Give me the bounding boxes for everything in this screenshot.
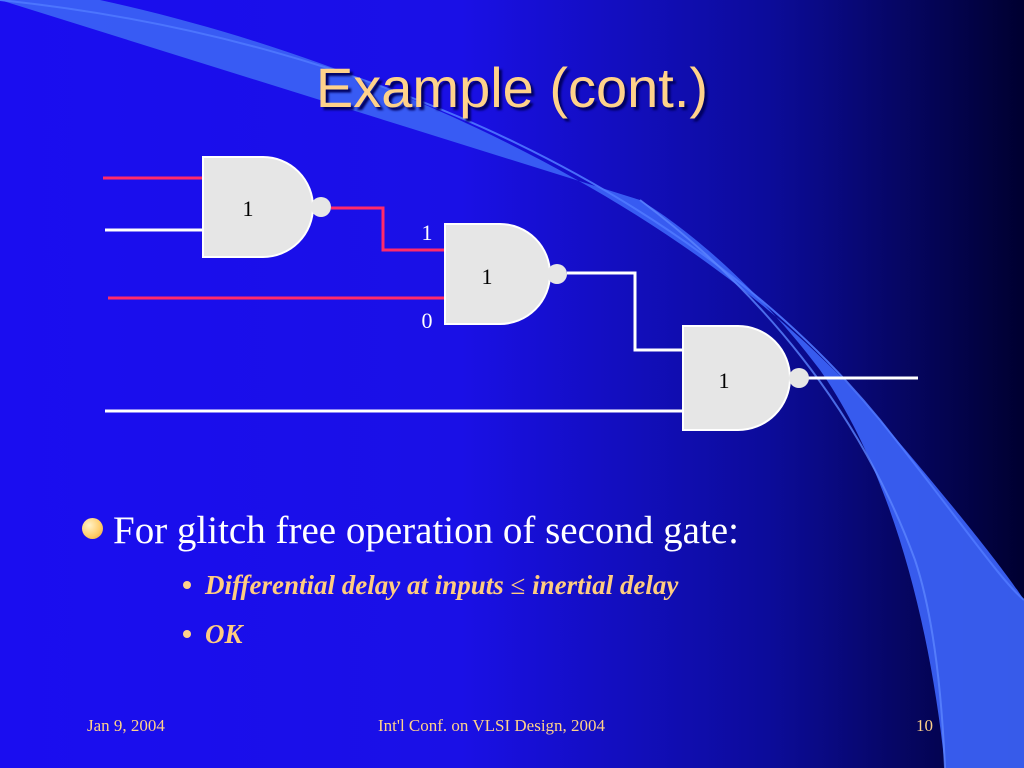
gate1-label: 1	[243, 196, 254, 221]
slide-title: Example (cont.)	[315, 56, 709, 119]
bullet-sub-1: Differential delay at inputs ≤ inertial …	[183, 570, 678, 601]
gate3-label: 1	[719, 368, 730, 393]
nand-gate-3: 1	[682, 325, 809, 431]
gate3-inversion-bubble	[789, 368, 809, 388]
sub-bullet-dot-icon	[183, 630, 191, 638]
less-equal-symbol: ≤	[510, 570, 526, 600]
footer-conference: Int'l Conf. on VLSI Design, 2004	[378, 716, 606, 735]
bullet-main: For glitch free operation of second gate…	[82, 508, 739, 553]
gate2-inversion-bubble	[547, 264, 567, 284]
gate1-inversion-bubble	[311, 197, 331, 217]
bullet-sub-1-text-before: Differential delay at inputs	[205, 570, 511, 600]
footer-date: Jan 9, 2004	[87, 716, 165, 735]
gate2-top-input-value: 1	[422, 220, 433, 245]
nand-gate-1: 1	[202, 156, 331, 258]
bullet-sub-2: OK	[183, 619, 243, 650]
bullet-sub-2-text: OK	[205, 619, 243, 649]
gate2-label: 1	[482, 264, 493, 289]
bullet-main-text: For glitch free operation of second gate…	[113, 509, 739, 552]
gate2-bottom-input-value: 0	[422, 308, 433, 333]
bullet-dot-icon	[82, 518, 103, 539]
gate1-output-wire	[331, 206, 445, 252]
footer-page-number: 10	[916, 716, 933, 735]
gate2-output-wire	[567, 271, 683, 352]
sub-bullet-dot-icon	[183, 581, 191, 589]
nand-gate-2: 1	[444, 223, 567, 325]
bullet-sub-1-text-after: inertial delay	[525, 570, 679, 600]
